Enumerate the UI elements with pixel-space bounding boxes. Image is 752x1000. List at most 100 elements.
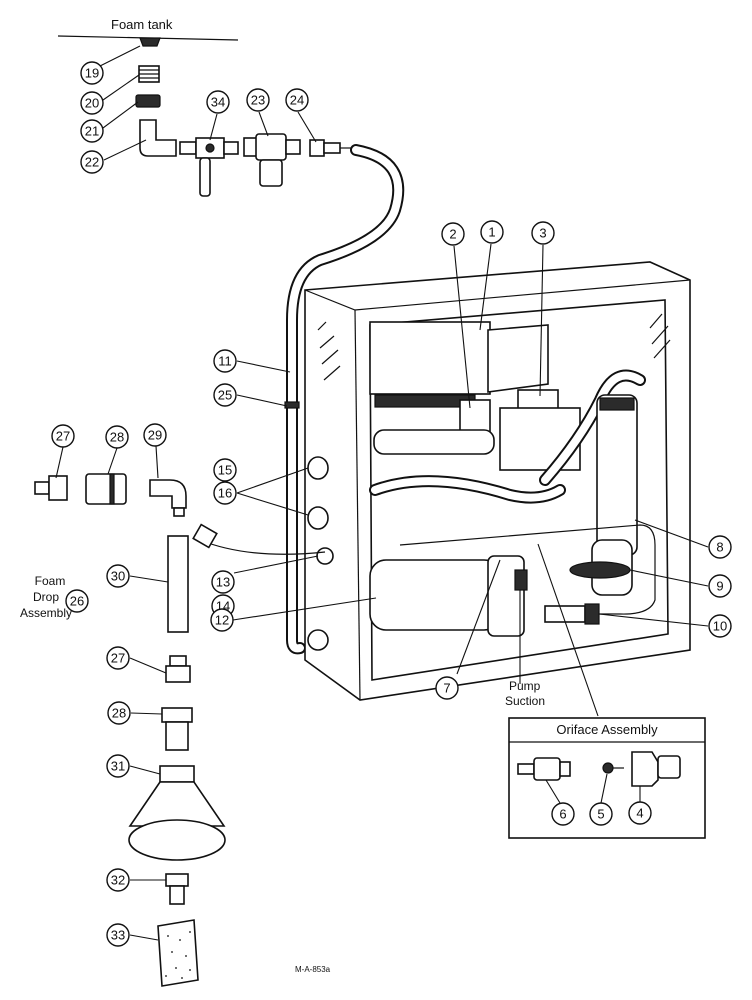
coupling-28b: [161, 707, 193, 723]
foam-drop-label-3: Assembly: [20, 606, 72, 620]
oriface-part-4: [631, 751, 659, 787]
svg-text:26: 26: [70, 594, 84, 609]
svg-text:19: 19: [85, 66, 99, 81]
svg-text:12: 12: [215, 613, 229, 628]
clamp-9: [569, 561, 631, 579]
svg-text:4: 4: [636, 806, 643, 821]
svg-text:8: 8: [716, 540, 723, 555]
callout-21: 21: [80, 119, 104, 143]
foam-drop-label-1: Foam: [35, 574, 66, 588]
callout-28a: 28: [105, 425, 129, 449]
svg-text:27: 27: [56, 429, 70, 444]
svg-text:7: 7: [443, 681, 450, 696]
callout-5: 5: [589, 802, 613, 826]
callout-10: 10: [708, 614, 732, 638]
pump-suction-label-2: Suction: [505, 694, 545, 708]
callout-15: 15: [213, 458, 237, 482]
elbow-22: [139, 119, 177, 157]
fitting-10: [544, 605, 586, 623]
vent-slots-left: [317, 321, 341, 381]
fitting-24: [309, 139, 325, 157]
callout-13: 13: [211, 570, 235, 594]
callout-24: 24: [285, 88, 309, 112]
svg-text:28: 28: [110, 430, 124, 445]
svg-text:28: 28: [112, 706, 126, 721]
callout-25: 25: [213, 383, 237, 407]
svg-text:24: 24: [290, 93, 304, 108]
callout-8: 8: [708, 535, 732, 559]
tank-port-19: [139, 37, 161, 47]
callout-30: 30: [106, 564, 130, 588]
fitting-32: [165, 873, 189, 887]
fitting-27b: [165, 665, 191, 683]
callout-9: 9: [708, 574, 732, 598]
pump-12: [369, 559, 501, 631]
callout-29: 29: [143, 423, 167, 447]
foam-block-33: [157, 919, 199, 987]
leader-lines: [55, 45, 709, 941]
nut-21: [135, 94, 161, 108]
oriface-part-6: [533, 757, 561, 781]
callout-28b: 28: [107, 701, 131, 725]
valve-handle: [199, 157, 211, 197]
svg-text:33: 33: [111, 928, 125, 943]
strainer-23: [255, 133, 287, 161]
coupling-28a: [85, 473, 127, 505]
callout-27b: 27: [106, 646, 130, 670]
foam-drop-assembly: [34, 473, 226, 987]
svg-text:11: 11: [218, 354, 232, 369]
svg-text:31: 31: [111, 759, 125, 774]
svg-text:6: 6: [559, 807, 566, 822]
callout-16: 16: [213, 481, 237, 505]
callout-12: 12: [210, 608, 234, 632]
part-2: [459, 399, 491, 435]
svg-text:29: 29: [148, 428, 162, 443]
port-15: [307, 456, 329, 480]
svg-text:10: 10: [713, 619, 727, 634]
pump-suction-label-1: Pump: [509, 679, 541, 693]
callout-34: 34: [206, 90, 230, 114]
svg-text:34: 34: [211, 95, 225, 110]
oriface-part-5: [602, 762, 614, 774]
foam-tank-group: Foam tank: [57, 17, 352, 197]
svg-text:16: 16: [218, 486, 232, 501]
callout-33: 33: [106, 923, 130, 947]
callout-11: 11: [213, 349, 237, 373]
svg-text:32: 32: [111, 873, 125, 888]
callout-6: 6: [551, 802, 575, 826]
box-1: [369, 321, 491, 395]
svg-text:13: 13: [216, 575, 230, 590]
svg-text:5: 5: [597, 807, 604, 822]
svg-text:1: 1: [488, 225, 495, 240]
cabinet: [192, 261, 691, 701]
svg-text:23: 23: [251, 93, 265, 108]
svg-text:20: 20: [85, 96, 99, 111]
callout-22: 22: [80, 150, 104, 174]
svg-text:15: 15: [218, 463, 232, 478]
callout-1: 1: [480, 220, 504, 244]
vent-slots-right: [649, 313, 671, 359]
connector-13: [192, 523, 218, 549]
oriface-assembly-title: Oriface Assembly: [556, 722, 658, 737]
clamp-25: [284, 401, 300, 409]
bottom-port: [307, 629, 329, 651]
callout-31: 31: [106, 754, 130, 778]
callout-2: 2: [441, 222, 465, 246]
svg-text:3: 3: [539, 226, 546, 241]
foam-drop-label-2: Drop: [33, 590, 59, 604]
callout-23: 23: [246, 88, 270, 112]
svg-text:9: 9: [716, 579, 723, 594]
callout-20: 20: [80, 91, 104, 115]
callout-32: 32: [106, 868, 130, 892]
port-16: [307, 506, 329, 530]
svg-text:2: 2: [449, 227, 456, 242]
elbow-29: [149, 479, 187, 509]
foam-tank-label: Foam tank: [111, 17, 173, 32]
tube-30: [167, 535, 189, 633]
callout-19: 19: [80, 61, 104, 85]
svg-text:21: 21: [85, 124, 99, 139]
callout-7: 7: [435, 676, 459, 700]
drawing-code: M-A-853a: [295, 965, 331, 974]
filter-8: [596, 394, 638, 556]
